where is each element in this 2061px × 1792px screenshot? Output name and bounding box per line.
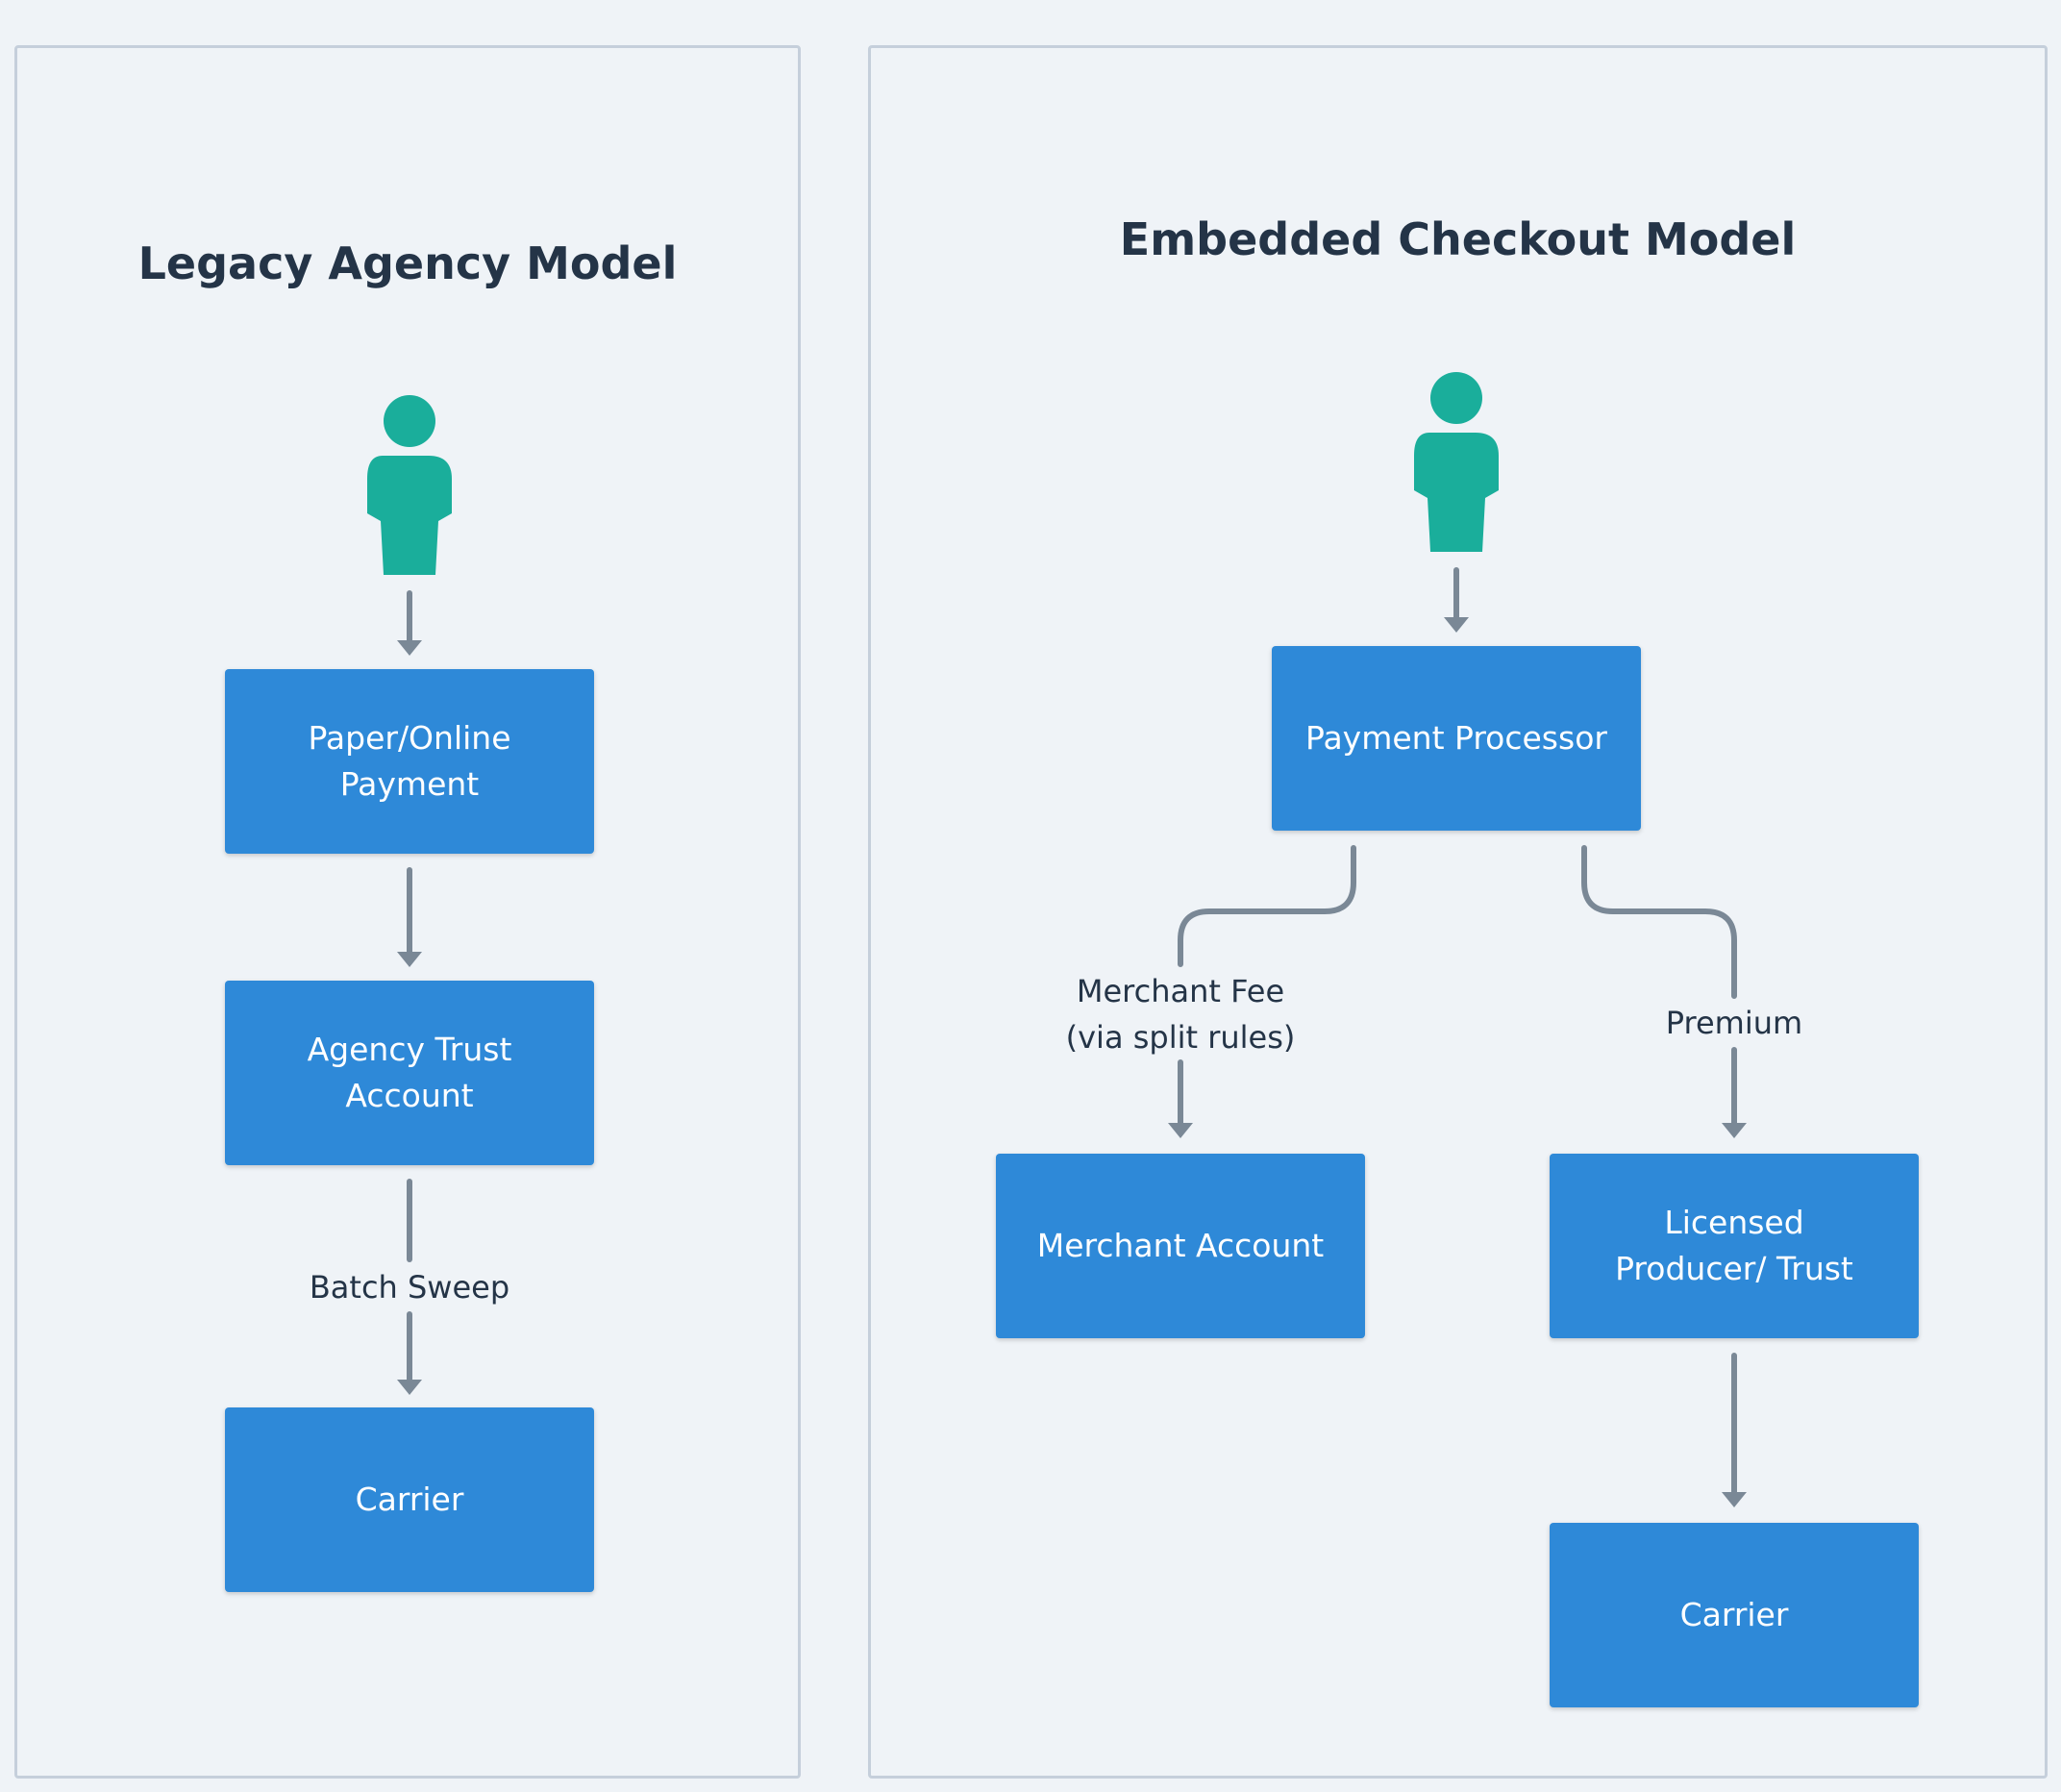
embedded-model-panel [868,45,2048,1779]
line-processor-to-merchant-fee [1178,845,1356,967]
node-paper-online-payment: Paper/Online Payment [225,669,594,854]
edge-label-premium: Premium [1665,1005,1803,1041]
node-merchant-account: Merchant Account [996,1154,1365,1338]
node-embedded-carrier: Carrier [1550,1523,1919,1707]
node-licensed-producer-trust: Licensed Producer/ Trust [1550,1154,1919,1338]
edge-label-batch-sweep: Batch Sweep [309,1269,510,1306]
embedded-model-title: Embedded Checkout Model [1119,213,1797,265]
edge-label-merchant-fee: Merchant Fee (via split rules) [1065,973,1296,1056]
node-payment-processor: Payment Processor [1272,646,1641,831]
legacy-model-title: Legacy Agency Model [137,237,678,289]
line-processor-to-premium [1581,845,1737,999]
node-agency-trust-account: Agency Trust Account [225,981,594,1165]
customer-person-icon [1414,372,1499,552]
node-legacy-carrier: Carrier [225,1407,594,1592]
customer-person-icon [367,395,452,575]
